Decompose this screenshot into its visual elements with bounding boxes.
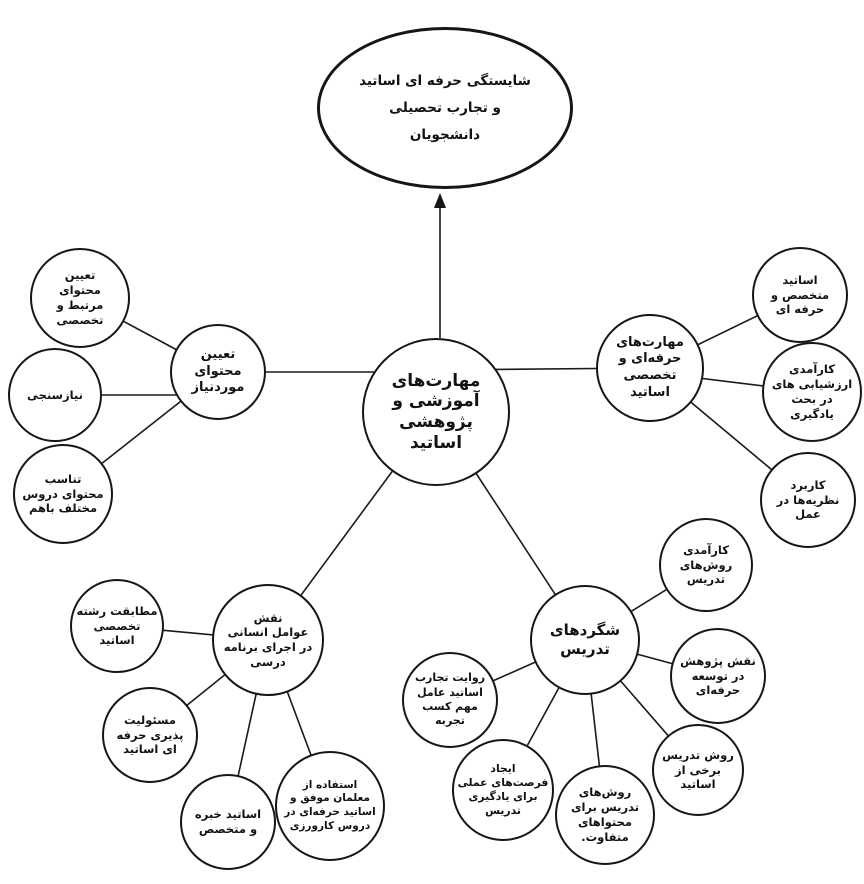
professional-hub-label: مهارت‌های حرفه‌ای و تخصصی اساتید [616,334,684,400]
content-child-label: تناسب محتوای دروس مختلف باهم [22,471,104,516]
human-factors-hub-label: نقش عوامل انسانی در اجرای برنامه درسی [223,610,313,669]
teaching-hub-label: شگردهای تدریس [549,620,621,658]
teaching-child-node: کارآمدی روش‌های تدریس [659,518,753,612]
content-hub-node: تعیین محتوای موردنیاز [170,324,266,420]
teaching-child-label: روش تدریس برخی از اساتید [662,747,734,792]
teaching-child-node: روایت تجارب اساتید عامل مهم کسب تجربه [402,652,498,748]
professional-child-node: کاربرد نظریه‌ها در عمل [760,452,856,548]
human-factors-hub-node: نقش عوامل انسانی در اجرای برنامه درسی [212,584,324,696]
outcome-label: شایستگی حرفه ای اساتید و تجارب تحصیلی دا… [359,72,531,143]
arrowhead-icon [434,193,446,208]
professional-child-node: اساتید متخصص و حرفه ای [752,247,848,343]
outcome-oval: شایستگی حرفه ای اساتید و تجارب تحصیلی دا… [317,27,573,189]
teaching-child-label: روایت تجارب اساتید عامل مهم کسب تجربه [414,671,486,728]
human-factors-child-node: اساتید خبره و متخصص [180,774,276,870]
human-factors-child-label: مسئولیت پذیری حرفه ای اساتید [116,712,184,757]
teaching-child-node: ایجاد فرصت‌های عملی برای یادگیری تدریس [452,739,554,841]
teaching-child-label: ایجاد فرصت‌های عملی برای یادگیری تدریس [457,761,549,818]
content-child-node: نیازسنجی [8,348,102,442]
central-node-label: مهارت‌های آموزشی و پژوهشی اساتید [391,370,481,453]
teaching-child-node: نقش پژوهش در توسعه حرفه‌ای [670,628,766,724]
professional-hub-node: مهارت‌های حرفه‌ای و تخصصی اساتید [596,314,704,422]
teaching-child-node: روش تدریس برخی از اساتید [652,724,744,816]
professional-child-label: کاربرد نظریه‌ها در عمل [776,477,840,522]
human-factors-child-node: مطابقت رشته تخصصی اساتید [70,579,164,673]
human-factors-child-label: استفاده از معلمان موفق و اساتید حرفه‌ای … [284,778,376,832]
content-hub-label: تعیین محتوای موردنیاز [191,347,245,396]
teaching-child-label: روش‌های تدریس برای محتواهای متفاوت. [570,785,640,844]
human-factors-child-node: استفاده از معلمان موفق و اساتید حرفه‌ای … [275,751,385,861]
content-child-label: تعیین محتوای مرتبط و تخصصی [56,268,104,327]
content-child-node: تعیین محتوای مرتبط و تخصصی [30,248,130,348]
human-factors-child-label: اساتید خبره و متخصص [194,807,262,836]
teaching-child-node: روش‌های تدریس برای محتواهای متفاوت. [555,765,655,865]
human-factors-child-node: مسئولیت پذیری حرفه ای اساتید [102,687,198,783]
professional-child-label: کارآمدی ارزشیابی های در بحث یادگیری [771,362,853,421]
professional-child-label: اساتید متخصص و حرفه ای [770,272,830,317]
central-node: مهارت‌های آموزشی و پژوهشی اساتید [362,338,510,486]
professional-child-node: کارآمدی ارزشیابی های در بحث یادگیری [762,342,862,442]
content-child-label: نیازسنجی [27,387,83,402]
teaching-child-label: نقش پژوهش در توسعه حرفه‌ای [680,653,756,698]
teaching-child-label: کارآمدی روش‌های تدریس [679,542,733,587]
teaching-hub-node: شگردهای تدریس [530,585,640,695]
human-factors-child-label: مطابقت رشته تخصصی اساتید [76,603,158,648]
content-child-node: تناسب محتوای دروس مختلف باهم [13,444,113,544]
